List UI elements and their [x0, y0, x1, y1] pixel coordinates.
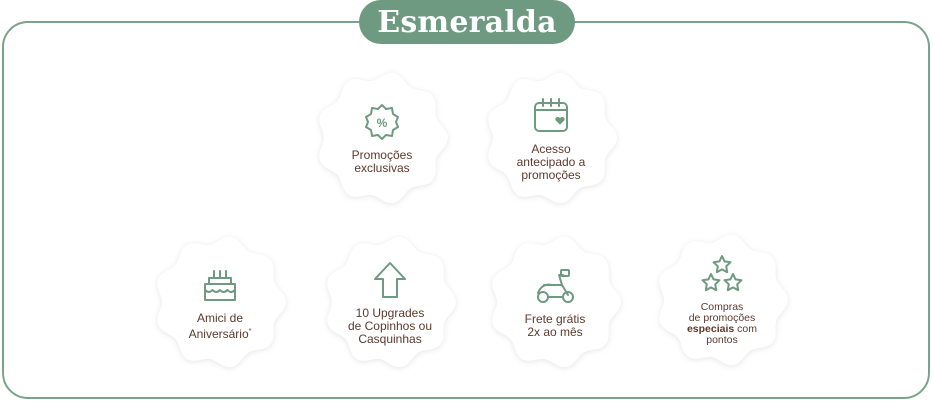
benefit-acesso-antecipado: Acesso antecipado a promoções — [481, 68, 621, 208]
tier-title: Esmeralda — [359, 0, 575, 44]
three-stars-icon — [701, 254, 743, 296]
percent-badge-icon: % — [361, 101, 403, 143]
benefit-upgrades: 10 Upgrades de Copinhos ou Casquinhas — [320, 232, 460, 372]
svg-text:%: % — [377, 116, 388, 130]
benefit-frete-gratis: Frete grátis 2x ao mês — [485, 232, 625, 372]
birthday-cake-icon — [199, 264, 241, 306]
benefit-promocoes-exclusivas: % Promoções exclusivas — [312, 68, 452, 208]
badge-shape — [327, 236, 456, 368]
benefit-amici-aniversario: Amici de Aniversário* — [150, 232, 290, 372]
scooter-icon — [534, 265, 576, 307]
badge-shape — [492, 236, 621, 368]
arrow-up-icon — [369, 259, 411, 301]
calendar-heart-icon — [530, 95, 572, 137]
badge-shape — [488, 72, 617, 204]
benefit-compras-pontos: Compras de promoções especiais com ponto… — [652, 230, 792, 370]
badge-shape — [659, 234, 788, 366]
badge-shape — [157, 236, 286, 368]
